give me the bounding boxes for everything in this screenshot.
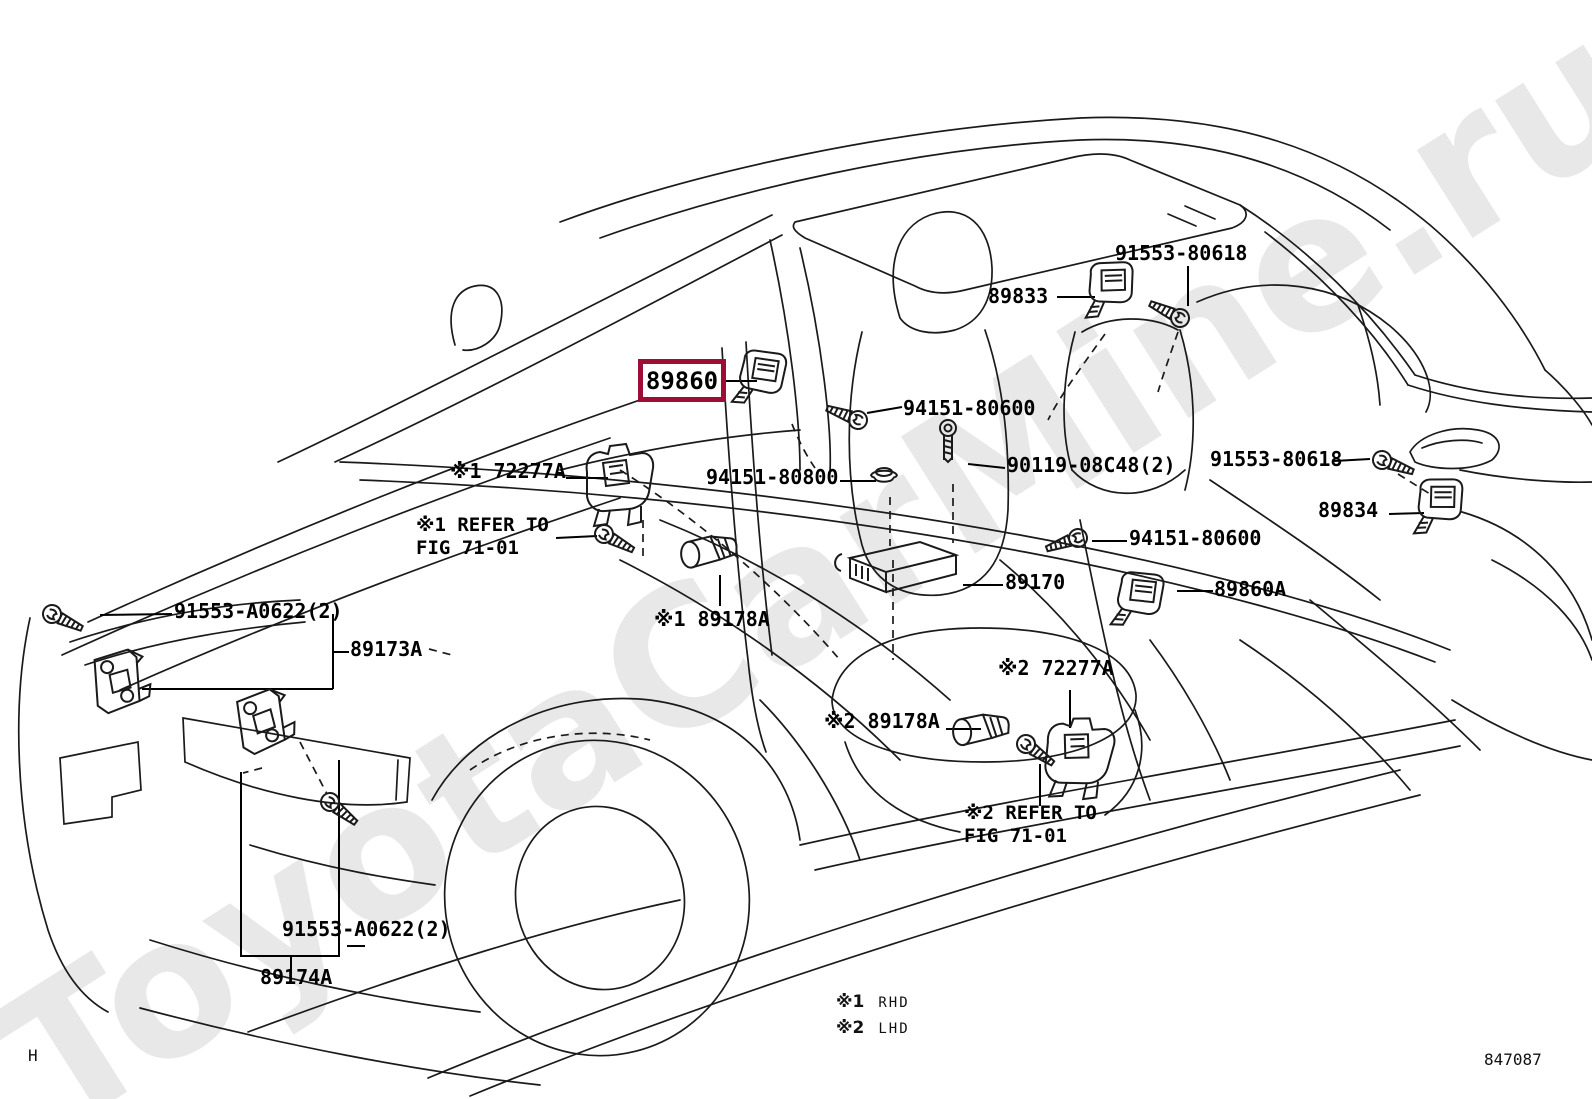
footer-diagram-number: 847087 bbox=[1484, 1050, 1542, 1069]
front-sensor-89174a bbox=[235, 685, 300, 757]
part-label-94151-80600-lower[interactable]: 94151-80600 bbox=[1129, 526, 1262, 550]
screw-91553-80618-right bbox=[1369, 447, 1418, 481]
part-label-94151-80800[interactable]: 94151-80800 bbox=[706, 465, 839, 489]
legend-marker-2: ※2 bbox=[836, 1018, 865, 1038]
highlighted-part-label-89860[interactable]: 89860 bbox=[638, 359, 726, 402]
legend-value-2: LHD bbox=[878, 1021, 910, 1037]
part-label-89860a[interactable]: 89860A bbox=[1214, 577, 1287, 601]
sensor-89860 bbox=[729, 343, 792, 416]
legend-marker-1: ※1 bbox=[836, 992, 865, 1012]
legend-rhd: ※1 RHD bbox=[836, 992, 910, 1012]
part-label-89834[interactable]: 89834 bbox=[1318, 498, 1379, 522]
part-label-91553-80618-top[interactable]: 91553-80618 bbox=[1115, 241, 1248, 265]
part-label-90119-08c48[interactable]: 90119-08C48(2) bbox=[1007, 453, 1176, 477]
car-body bbox=[17, 116, 1592, 1097]
screw-refer-rhd bbox=[590, 520, 639, 559]
sensor-89834 bbox=[1411, 472, 1467, 542]
front-sensor-89173a bbox=[93, 647, 154, 715]
part-label-89174a[interactable]: 89174A bbox=[260, 965, 333, 989]
part-label-89170[interactable]: 89170 bbox=[1005, 570, 1066, 594]
dashed-locator-lines bbox=[242, 331, 1431, 795]
sensor-89860a bbox=[1108, 564, 1169, 637]
screw-91553-a0622-upper bbox=[39, 601, 87, 638]
part-label-91553-a0622-upper[interactable]: 91553-A0622(2) bbox=[174, 599, 343, 623]
legend-lhd: ※2 LHD bbox=[836, 1018, 910, 1038]
part-label-91553-80618-right[interactable]: 91553-80618 bbox=[1210, 447, 1343, 471]
part-label-91553-a0622-lower[interactable]: 91553-A0622(2) bbox=[282, 917, 451, 941]
leader-lines bbox=[99, 266, 1425, 970]
part-label-89833[interactable]: 89833 bbox=[988, 284, 1049, 308]
part-label-refer-lhd: ※2 REFER TO FIG 71-01 bbox=[964, 802, 1097, 847]
part-label-89173a[interactable]: 89173A bbox=[350, 637, 423, 661]
part-label-94151-80600-upper[interactable]: 94151-80600 bbox=[903, 396, 1036, 420]
part-label-72277a-rhd[interactable]: ※1 72277A bbox=[450, 459, 566, 483]
part-label-89178a-lhd[interactable]: ※2 89178A bbox=[824, 709, 940, 733]
part-label-refer-rhd: ※1 REFER TO FIG 71-01 bbox=[416, 514, 549, 559]
screw-refer-lhd bbox=[1012, 730, 1060, 772]
legend-value-1: RHD bbox=[878, 995, 910, 1011]
part-label-72277a-lhd[interactable]: ※2 72277A bbox=[998, 656, 1114, 680]
footer-sheet-letter: H bbox=[28, 1046, 38, 1065]
part-label-89178a-rhd[interactable]: ※1 89178A bbox=[654, 607, 770, 631]
